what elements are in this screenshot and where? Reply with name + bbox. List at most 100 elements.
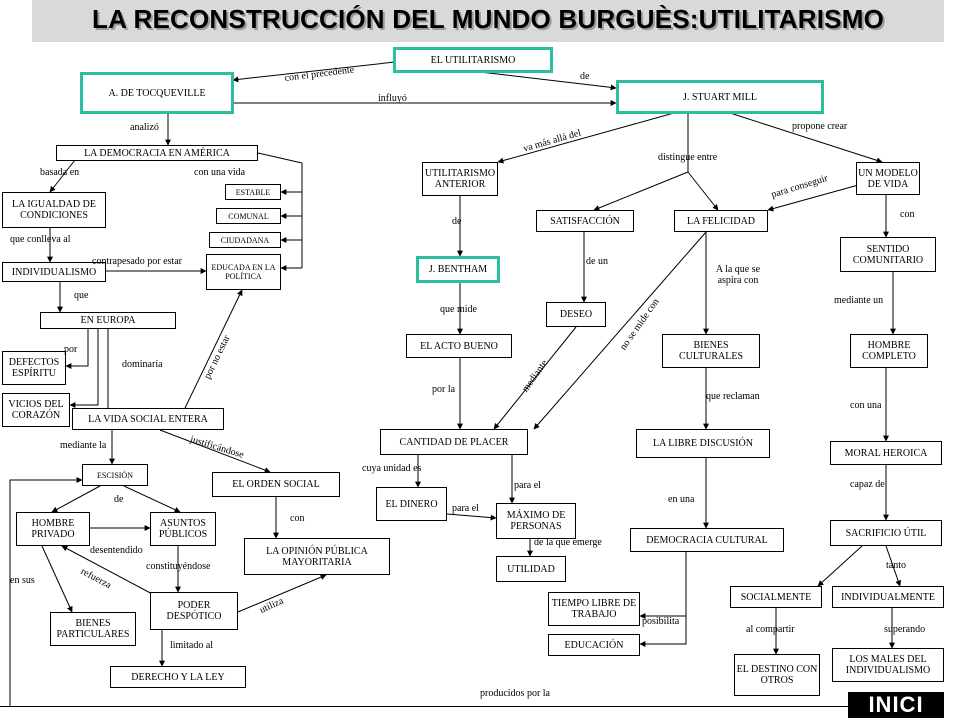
label-de-top: de [580,71,590,82]
label-que-reclaman: que reclaman [706,391,760,402]
node-democracia-cultural: DEMOCRACIA CULTURAL [630,528,784,552]
label-mediante-la: mediante la [60,440,107,451]
label-basada-en: basada en [40,167,80,178]
node-sentido-comunitario: SENTIDO COMUNITARIO [840,237,936,272]
node-asuntos-publicos: ASUNTOS PÚBLICOS [150,512,216,546]
label-que-mide: que mide [440,304,477,315]
node-modelo-vida: UN MODELO DE VIDA [856,162,920,195]
link-escision-asuntos [123,485,181,513]
node-bienes-culturales: BIENES CULTURALES [662,334,760,368]
label-tanto: tanto [886,560,906,571]
label-al-compartir: al compartir [746,624,795,635]
link-dinero-maximo [446,513,497,521]
link-vidasocial-educada [184,289,243,409]
node-derecho-ley: DERECHO Y LA LEY [110,666,246,688]
node-sacrificio-util: SACRIFICIO ÚTIL [830,520,942,546]
link-democracia-tiempo [639,552,687,619]
link-mill-modelo [729,112,883,164]
node-el-dinero: EL DINERO [376,487,447,521]
node-libre-discusion: LA LIBRE DISCUSIÓN [636,429,770,458]
node-igualdad: LA IGUALDAD DE CONDICIONES [2,192,106,228]
node-maximo-personas: MÁXIMO DE PERSONAS [496,503,576,539]
node-males-individualismo: LOS MALES DEL INDIVIDUALISMO [832,648,944,682]
node-poder-despotico: PODER DESPÓTICO [150,592,238,630]
label-aspira-con: A la que se aspira con [715,264,761,286]
node-utilidad: UTILIDAD [496,556,566,582]
node-democracia-america: LA DEMOCRACIA EN AMÉRICA [56,145,258,161]
label-mediante-un: mediante un [834,295,884,306]
node-educada: EDUCADA EN LA POLÍTICA [206,254,281,290]
label-analizo: analizó [130,122,159,133]
label-distingue-entre: distingue entre [658,152,718,163]
node-tiempo-libre: TIEMPO LIBRE DE TRABAJO [548,592,640,626]
label-con-una-vida: con una vida [194,167,246,178]
node-escision: ESCISIÓN [82,464,148,486]
node-ciudadana: CIUDADANA [209,232,281,248]
label-para-el-1: para el [514,480,541,491]
label-dominaria: dominaría [122,359,163,370]
link-poder-privado [61,545,157,597]
node-socialmente: SOCIALMENTE [730,586,822,608]
link-democracia-educacion [639,616,687,647]
node-destino-otros: EL DESTINO CON OTROS [734,654,820,696]
label-por: por [64,344,78,355]
link-mill-anterior [497,112,675,164]
label-de-la-que-emerge: de la que emerge [534,537,602,548]
node-tocqueville: A. DE TOCQUEVILLE [80,72,234,114]
link-vidasocial-orden [159,429,271,473]
node-educacion: EDUCACIÓN [548,634,640,656]
label-producidos: producidos por la [480,688,550,699]
node-defectos: DEFECTOS ESPÍRITU [2,351,66,385]
link-distingue-satisfaccion [593,171,689,211]
link-europa-defectos [65,329,89,369]
node-moral-heroica: MORAL HEROICA [830,441,942,465]
label-con-opinion: con [290,513,305,524]
link-modelo-felicidad [767,183,863,212]
node-utilitarismo: EL UTILITARISMO [393,47,553,73]
node-vicios: VICIOS DEL CORAZÓN [2,393,70,427]
node-bienes-particulares: BIENES PARTICULARES [50,612,136,646]
label-con-sentido: con [900,209,915,220]
node-estable: ESTABLE [225,184,281,200]
link-distingue-felicidad [687,171,719,211]
label-para-el-2: para el [452,503,479,514]
node-bentham: J. BENTHAM [416,256,500,283]
node-en-europa: EN EUROPA [40,312,176,329]
label-en-sus: en sus [10,575,35,586]
label-propone-crear: propone crear [792,121,848,132]
link-poder-opinion [237,574,327,613]
label-capaz-de: capaz de [850,479,885,490]
label-superando: superando [884,624,926,635]
link-utilitarismo-mill [479,71,617,91]
link-utilitarismo-tocqueville [232,61,396,83]
label-limitado-al: limitado al [170,640,214,651]
label-contrapesado: contrapesado por estar [92,256,182,267]
node-individualismo: INDIVIDUALISMO [2,262,106,282]
node-individualmente: INDIVIDUALMENTE [832,586,944,608]
link-europa-vicios [69,329,99,408]
label-de-escision: de [114,494,124,505]
label-influyo: influyó [378,93,407,104]
label-por-la: por la [432,384,456,395]
title-bar: LA RECONSTRUCCIÓN DEL MUNDO BURGUÈS:UTIL… [32,0,944,42]
label-cuya-unidad: cuya unidad es [362,463,422,474]
node-deseo: DESEO [546,302,606,327]
node-stuart-mill: J. STUART MILL [616,80,824,114]
node-hombre-completo: HOMBRE COMPLETO [850,334,928,368]
link-sacrificio-social [817,545,863,587]
link-privado-bienes [41,545,73,613]
label-con-una: con una [850,400,882,411]
link-return-escision [9,477,83,706]
bottom-divider [0,706,848,707]
node-opinion-publica: LA OPINIÓN PÚBLICA MAYORITARIA [244,538,390,575]
page-title: LA RECONSTRUCCIÓN DEL MUNDO BURGUÈS:UTIL… [92,4,884,34]
node-comunal: COMUNAL [216,208,281,224]
node-util-anterior: UTILITARISMO ANTERIOR [422,162,498,196]
link-deseo-cantidad [493,326,577,430]
link-sacrificio-individual [885,545,902,587]
inicio-button[interactable]: INICI [848,692,944,718]
link-escision-privado [51,485,101,513]
node-satisfaccion: SATISFACCIÓN [536,210,634,232]
label-posibilita: posibilita [642,616,680,627]
label-de-bentham: de [452,216,462,227]
